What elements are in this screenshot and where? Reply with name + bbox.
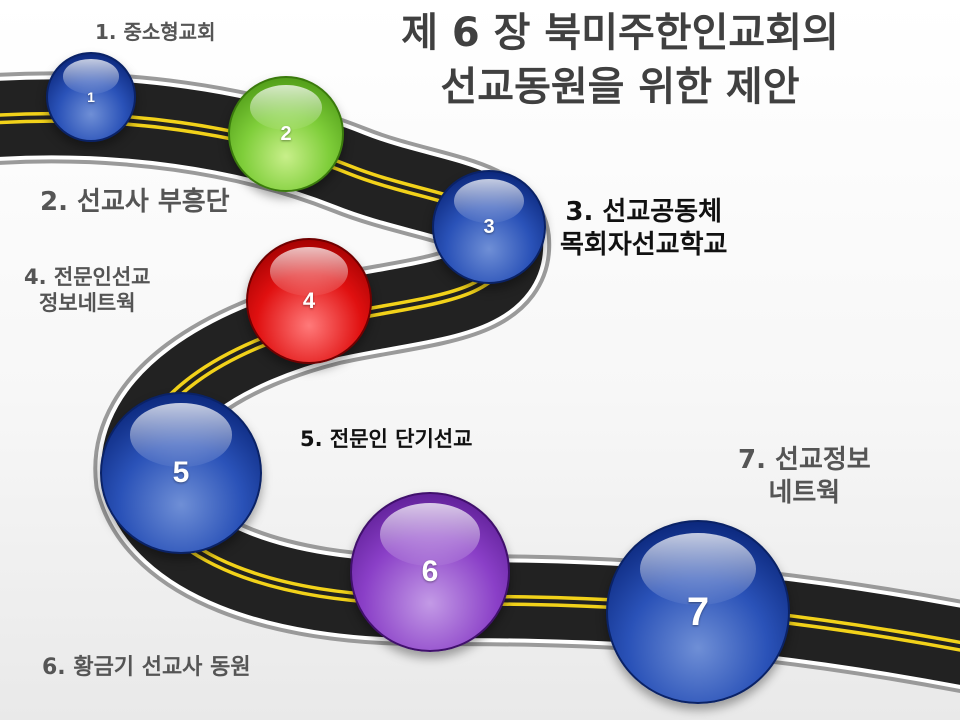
step-ball-1-number: 1 [87,89,95,105]
label-step-4-line-1: 4. 전문인선교 [24,265,151,289]
step-ball-4[interactable]: 4 [246,238,372,364]
label-step-6: 6. 황금기 선교사 동원 [42,655,251,680]
label-step-3-line-2: 목회자선교학교 [560,229,728,260]
label-step-7: 7. 선교정보 네트웍 [738,444,871,509]
step-ball-1[interactable]: 1 [46,52,136,142]
label-step-4: 4. 전문인선교 정보네트웍 [24,264,151,317]
step-ball-2[interactable]: 2 [228,76,344,192]
step-ball-5-number: 5 [172,456,190,489]
step-ball-4-number: 4 [302,288,316,313]
label-step-3: 3. 선교공동체 목회자선교학교 [560,196,727,261]
label-step-7-line-1: 7. 선교정보 [738,445,871,475]
slide-title: 제 6 장 북미주한인교회의 선교동원을 위한 제안 [320,6,920,114]
label-step-2: 2. 선교사 부흥단 [40,187,230,217]
title-line-2: 선교동원을 위한 제안 [440,64,800,110]
label-step-3-line-1: 3. 선교공동체 [565,197,723,227]
label-step-4-line-2: 정보네트웍 [38,291,136,316]
step-ball-3-number: 3 [483,215,495,238]
step-ball-3[interactable]: 3 [432,170,546,284]
title-line-1: 제 6 장 북미주한인교회의 [401,10,839,56]
step-ball-2-number: 2 [280,122,292,145]
step-ball-6[interactable]: 6 [350,492,510,652]
label-step-5: 5. 전문인 단기선교 [300,427,473,451]
label-step-1: 1. 중소형교회 [95,20,216,44]
step-ball-7-number: 7 [686,589,710,634]
step-ball-5[interactable]: 5 [100,392,262,554]
step-ball-7[interactable]: 7 [606,520,790,704]
label-step-7-line-2: 네트웍 [768,477,841,508]
step-ball-6-number: 6 [421,555,439,588]
